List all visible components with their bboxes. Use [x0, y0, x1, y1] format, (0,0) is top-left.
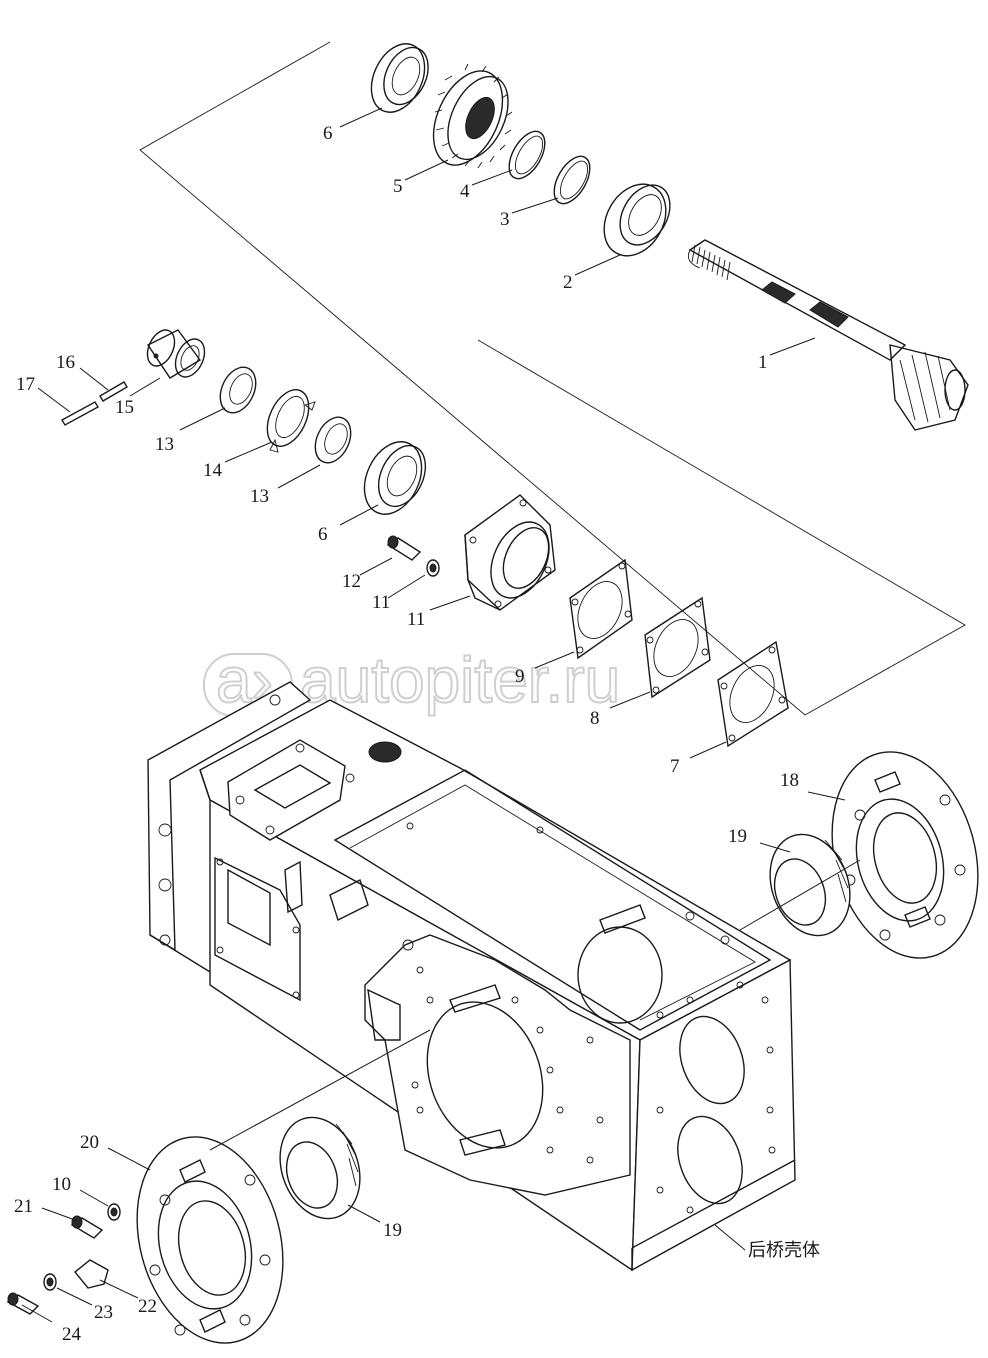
label-5: 5	[393, 176, 403, 197]
label-11-upper: 11	[372, 592, 390, 613]
label-15: 15	[115, 397, 134, 418]
assembly-line-left	[209, 1029, 431, 1151]
part-20-left-flange: 20	[80, 1132, 284, 1344]
group-outline	[139, 41, 966, 716]
part-18-right-flange: 18	[780, 751, 979, 959]
part-19-adjusting-nut-right: 19	[728, 826, 851, 937]
label-16: 16	[56, 352, 75, 373]
part-11-washer-upper: 11	[372, 559, 440, 613]
label-14: 14	[203, 460, 223, 481]
label-23: 23	[94, 1302, 113, 1323]
part-5-gear: 5	[393, 63, 513, 197]
part-22-lock-plate: 22	[74, 1259, 157, 1317]
watermark: a› autopiter.ru	[203, 643, 621, 717]
label-13-upper: 13	[155, 434, 174, 455]
part-3-snap-ring: 3	[500, 155, 591, 230]
label-6-top: 6	[323, 123, 333, 144]
label-18: 18	[780, 770, 799, 791]
part-11-washer-lower: 10	[52, 1174, 121, 1221]
label-19-left: 19	[383, 1220, 402, 1241]
label-1: 1	[758, 352, 768, 373]
label-17: 17	[16, 374, 35, 395]
label-2: 2	[563, 272, 573, 293]
part-14-lock-washer: 14	[203, 389, 316, 481]
label-6-lower: 6	[318, 524, 328, 545]
part-17-pin: 17	[16, 374, 99, 426]
part-21-bolt: 21	[14, 1196, 104, 1239]
part-8-gasket: 8	[590, 596, 711, 729]
part-23-washer: 23	[43, 1273, 113, 1323]
label-9: 9	[515, 666, 525, 687]
part-4-snap-ring: 4	[460, 130, 546, 202]
part-2-bearing: 2	[563, 183, 671, 293]
label-4: 4	[460, 181, 470, 202]
part-19-adjusting-nut-left: 19	[279, 1116, 402, 1241]
part-24-bolt: 24	[6, 1292, 82, 1345]
part-13-nut-lower: 13	[250, 416, 352, 507]
part-15-sleeve: 15	[115, 329, 206, 418]
label-24: 24	[62, 1324, 82, 1345]
label-11-lower: 10	[52, 1174, 71, 1195]
part-6-bearing-lower: 6	[318, 441, 427, 545]
label-7: 7	[670, 756, 680, 777]
part-6-bearing-top: 6	[323, 43, 429, 144]
part-10-bearing-housing: 11	[407, 494, 556, 630]
label-12: 12	[342, 571, 361, 592]
rear-axle-housing: 后桥壳体	[147, 681, 820, 1272]
label-8: 8	[590, 708, 600, 729]
watermark-text: autopiter.ru	[300, 644, 620, 716]
part-1-pinion-shaft: 1	[687, 239, 969, 431]
part-9-gasket: 9	[515, 558, 633, 687]
label-3: 3	[500, 209, 510, 230]
part-16-pin: 16	[56, 352, 128, 402]
label-10: 11	[407, 609, 425, 630]
label-20: 20	[80, 1132, 99, 1153]
assembly-line-right	[739, 859, 861, 931]
part-12-bolt: 12	[342, 535, 422, 592]
housing-bolt-holes	[402, 822, 776, 1214]
part-7-gasket: 7	[670, 640, 789, 777]
label-22: 22	[138, 1296, 157, 1317]
label-21: 21	[14, 1196, 33, 1217]
housing-label: 后桥壳体	[748, 1240, 820, 1261]
part-13-nut-upper: 13	[155, 366, 257, 455]
label-19-right: 19	[728, 826, 747, 847]
label-13-lower: 13	[250, 486, 269, 507]
